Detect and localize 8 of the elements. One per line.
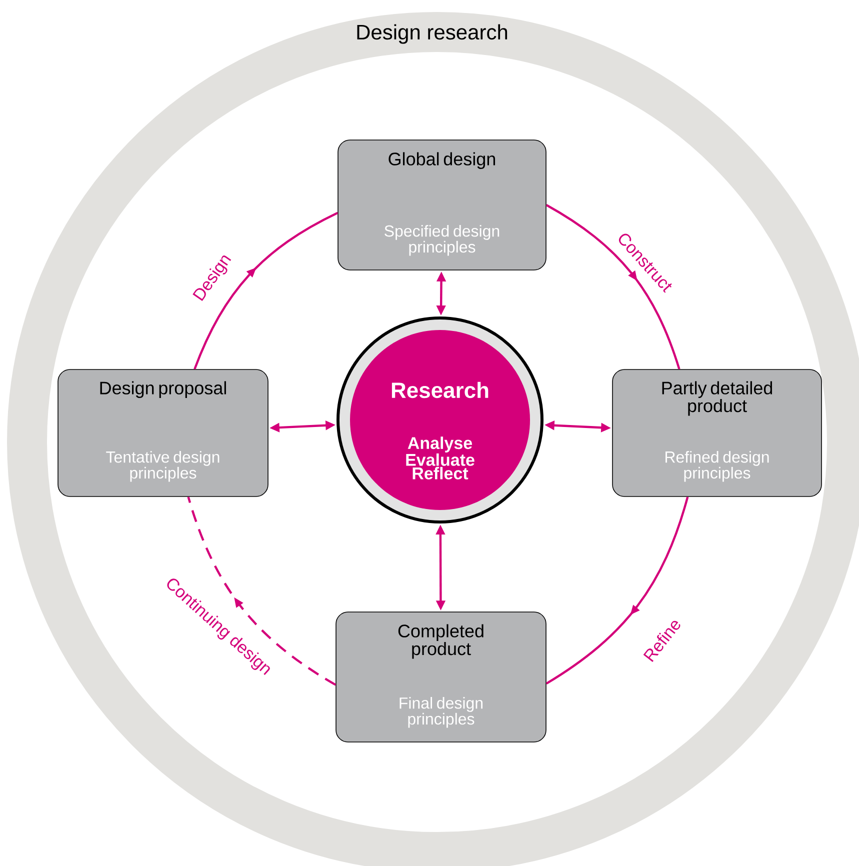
arrow <box>546 204 680 370</box>
process-box: Completed product Final design principles <box>336 612 546 742</box>
process-box: Partly detailed product Refined design principles <box>612 369 822 497</box>
arrow <box>546 496 689 684</box>
process-box: Design proposal Tentative design principles <box>58 369 268 497</box>
process-box: Global design Specified design principles <box>338 140 546 270</box>
arrow <box>194 212 338 370</box>
arrow <box>187 496 336 686</box>
